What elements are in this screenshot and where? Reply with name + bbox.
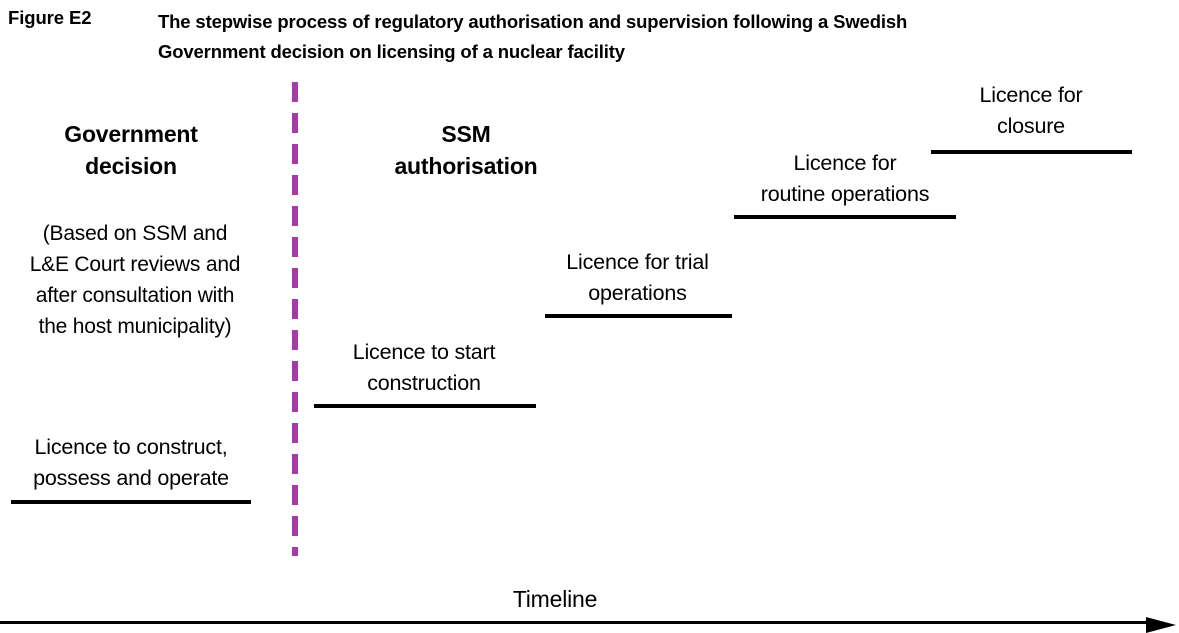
step-label-line-2: construction [367, 371, 481, 395]
step-underline-rule [545, 314, 732, 318]
government-note-line-4: the host municipality) [38, 315, 232, 338]
government-decision-heading: Government decision [0, 118, 262, 182]
step-underline-rule [734, 215, 956, 219]
ssm-heading-line-1: SSM [441, 121, 491, 147]
step-label-line-2: closure [997, 114, 1065, 138]
government-decision-note: (Based on SSM and L&E Court reviews and … [0, 218, 270, 342]
step-label-line-1: Licence for trial [566, 250, 709, 274]
step-licence-to-start-construction: Licence to start construction [312, 337, 536, 408]
step-underline-rule [314, 404, 536, 408]
timeline-arrow-icon [1146, 617, 1176, 633]
figure-number-label: Figure E2 [8, 7, 92, 28]
step-underline-rule [11, 500, 251, 504]
government-note-line-3: after consultation with [35, 284, 235, 307]
government-note-line-1: (Based on SSM and [42, 222, 228, 245]
step-label-line-1: Licence for [793, 151, 897, 175]
timeline-label: Timeline [512, 586, 598, 612]
caption-line-2: Government decision on licensing of a nu… [158, 41, 625, 62]
ssm-heading-line-2: authorisation [394, 153, 538, 179]
step-licence-for-routine-operations: Licence for routine operations [733, 148, 957, 219]
step-label: Licence to start construction [312, 337, 536, 399]
step-underline-rule [931, 150, 1132, 154]
step-licence-to-construct-possess-and-operate: Licence to construct, possess and operat… [0, 432, 262, 504]
figure-caption: Figure E2 The stepwise process of regula… [0, 0, 1179, 70]
step-licence-for-closure: Licence for closure [930, 80, 1132, 154]
step-label-line-1: Licence to construct, [34, 435, 228, 459]
timeline-axis [0, 617, 1179, 633]
timeline-axis-line [0, 621, 1152, 624]
figure-caption-text: The stepwise process of regulatory autho… [158, 7, 1168, 67]
ssm-authorisation-heading: SSM authorisation [310, 118, 622, 182]
step-label-line-1: Licence to start [352, 340, 496, 364]
step-label: Licence for closure [930, 80, 1132, 142]
step-label: Licence for routine operations [733, 148, 957, 210]
step-label: Licence for trial operations [543, 247, 732, 309]
government-heading-line-2: decision [85, 153, 177, 179]
government-heading-line-1: Government [64, 121, 198, 147]
step-licence-for-trial-operations: Licence for trial operations [543, 247, 732, 318]
step-label-line-2: operations [588, 281, 687, 305]
step-label: Licence to construct, possess and operat… [0, 432, 262, 494]
dashed-vertical-divider [292, 82, 298, 556]
step-label-line-1: Licence for [979, 83, 1083, 107]
step-label-line-2: possess and operate [33, 466, 229, 490]
step-label-line-2: routine operations [760, 182, 930, 206]
caption-line-1: The stepwise process of regulatory autho… [158, 11, 908, 32]
government-note-line-2: L&E Court reviews and [29, 253, 241, 276]
